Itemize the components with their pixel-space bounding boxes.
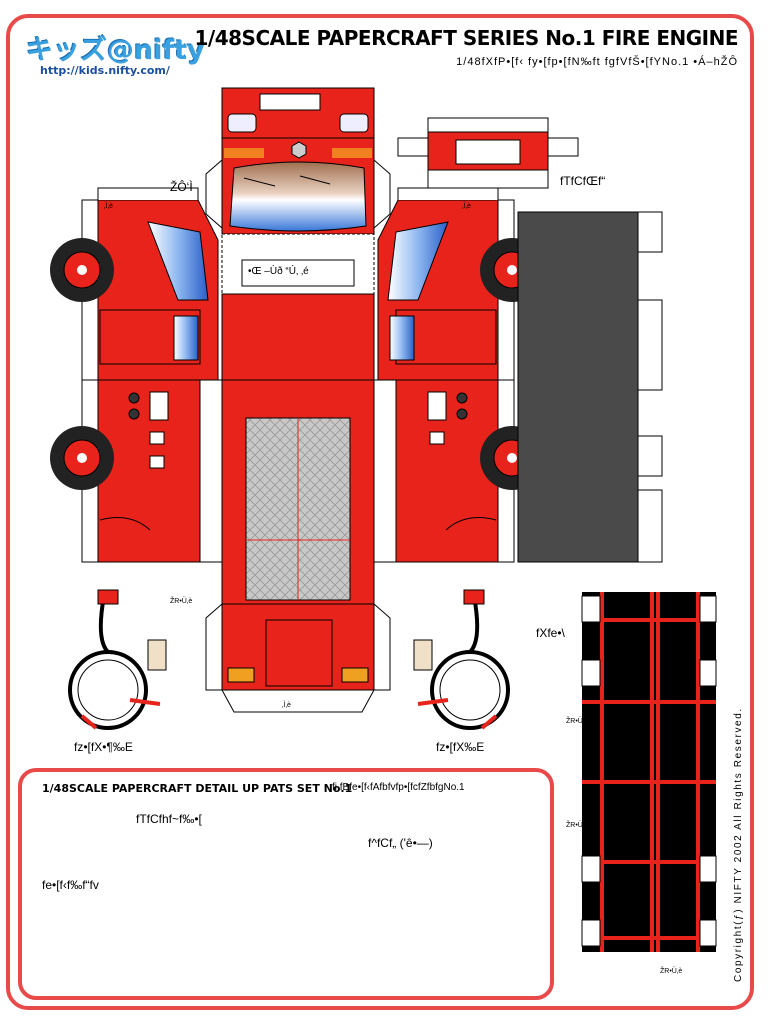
body-label: ŽÔ‘Ì (170, 180, 193, 194)
siren-label: fTfCfŒf“ (560, 174, 606, 188)
wheel-label: f^fCf„ ('ê•—) (368, 836, 433, 850)
hose-right (413, 589, 510, 730)
detail-subtitle: fi fBfe•[f‹fAfbfvfp•[fcfZfbfgNo.1 (332, 782, 465, 793)
hose-right-label: fz•[fX‰E (436, 740, 485, 754)
truck-side-right (373, 187, 515, 563)
siren-part (397, 117, 579, 189)
detail-parts-panel: 1/48SCALE PAPERCRAFT DETAIL UP PATS SET … (18, 768, 554, 1000)
glue-tab-label: ‚Ì‚è (282, 702, 291, 709)
kids-nifty-logo: キッズ@nifty http://kids.nifty.com/ (26, 28, 226, 82)
fold-mark-label: ŽR•Ü‚è (566, 822, 589, 829)
glue-tab-label: ‚Ì‚è (462, 203, 471, 210)
ladder-part (581, 592, 717, 952)
hose-left (68, 589, 167, 730)
mirror-label: fTfCfhf~f‰•[ (136, 812, 202, 826)
detail-title: 1/48SCALE PAPERCRAFT DETAIL UP PATS SET … (42, 782, 353, 795)
logo-url: http://kids.nifty.com/ (40, 64, 170, 77)
plate-text: •Œ –Ùð “Ú‚ ‚é (248, 266, 309, 277)
fold-mark-label: ŽR•Ü‚è (566, 718, 589, 725)
bumper-label: fe•[f‹f‰f“fv (42, 878, 99, 892)
page-subtitle: 1/48fXfP•[f‹ fy•[fp•[fN‰ft fgfVfŠ•[fYNo.… (456, 56, 738, 68)
truck-side-left (81, 187, 223, 563)
logo-text: キッズ@nifty (26, 35, 205, 66)
fold-mark-label: ŽR•Ü‚è (660, 968, 683, 975)
fold-mark-label: ŽR•Ü‚è (170, 598, 193, 605)
copyright-notice: Copyright(ƒ) NIFTY 2002 All Rights Reser… (733, 707, 744, 982)
glue-tab-label: ‚Ì‚è (104, 203, 113, 210)
chassis-underside (517, 211, 663, 563)
hose-left-label: fz•[fX•¶‰E (74, 740, 133, 754)
page-frame (6, 14, 754, 1010)
page-title: 1/48SCALE PAPERCRAFT SERIES No.1 FIRE EN… (194, 26, 738, 50)
truck-body-center (205, 87, 391, 713)
ladder-label: fXfe•\ (536, 626, 565, 640)
